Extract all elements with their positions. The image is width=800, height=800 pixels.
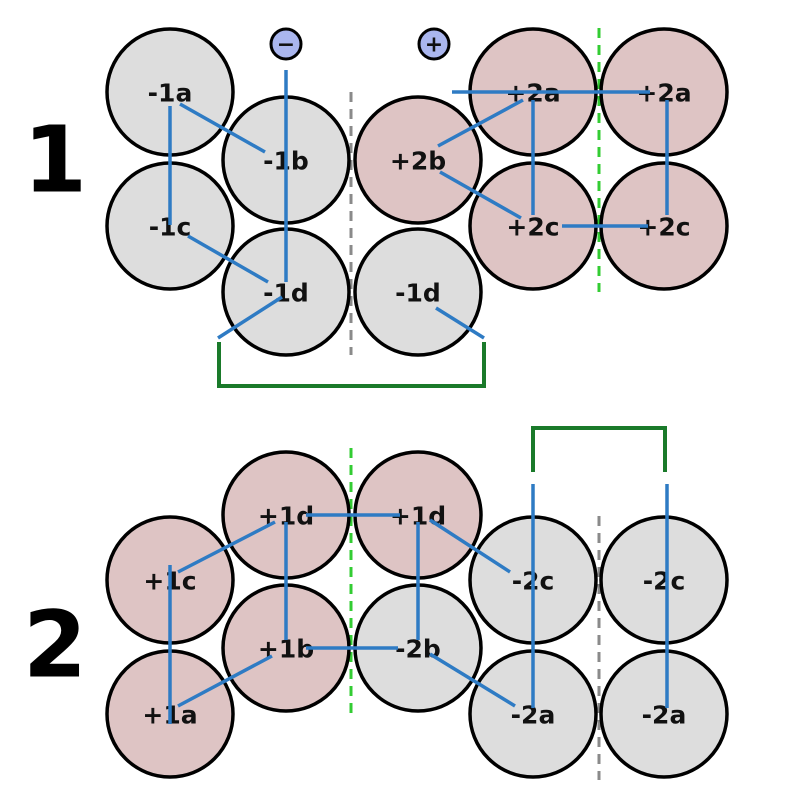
wire-connection (177, 654, 273, 708)
connection-bracket (531, 426, 667, 472)
wire-connection (439, 170, 522, 220)
wire-connection (217, 295, 283, 340)
cell-label: -1d (395, 279, 441, 308)
negative-terminal-icon: − (269, 27, 303, 61)
wire-connection (437, 98, 524, 148)
wire-connection (429, 652, 516, 708)
wire-connection (187, 234, 269, 284)
panel-2-number: 2 (23, 592, 87, 699)
cell-panel2-9: -2a (599, 649, 729, 779)
terminal-symbol: + (425, 33, 443, 58)
cell-circle (353, 95, 483, 225)
wire-connection (435, 306, 485, 340)
connection-bracket (217, 342, 486, 388)
wire-connection (179, 102, 266, 154)
wire-connection (177, 520, 276, 574)
cell-label: +2c (506, 213, 559, 242)
terminal-circle (269, 27, 303, 61)
positive-terminal-icon: + (417, 27, 451, 61)
cell-label: -1a (148, 79, 193, 108)
cell-panel2-4: -2c (599, 515, 729, 645)
cell-circle (599, 649, 729, 779)
panel-1-number: 1 (23, 107, 87, 214)
terminal-circle (417, 27, 451, 61)
cell-circle (353, 227, 483, 357)
cell-circle (599, 515, 729, 645)
cell-label: +2b (390, 147, 446, 176)
cell-panel2-6: -2b (353, 583, 483, 713)
cell-panel1-0: -1a (105, 27, 235, 157)
cell-panel1-5: +2b (353, 95, 483, 225)
terminal-symbol: − (277, 33, 295, 58)
cell-panel1-4: -1d (353, 227, 483, 357)
cell-label: -2a (642, 701, 687, 730)
cell-label: -2c (643, 567, 686, 596)
wire-connection (429, 518, 511, 574)
cell-panel1-9: +2c (599, 161, 729, 291)
